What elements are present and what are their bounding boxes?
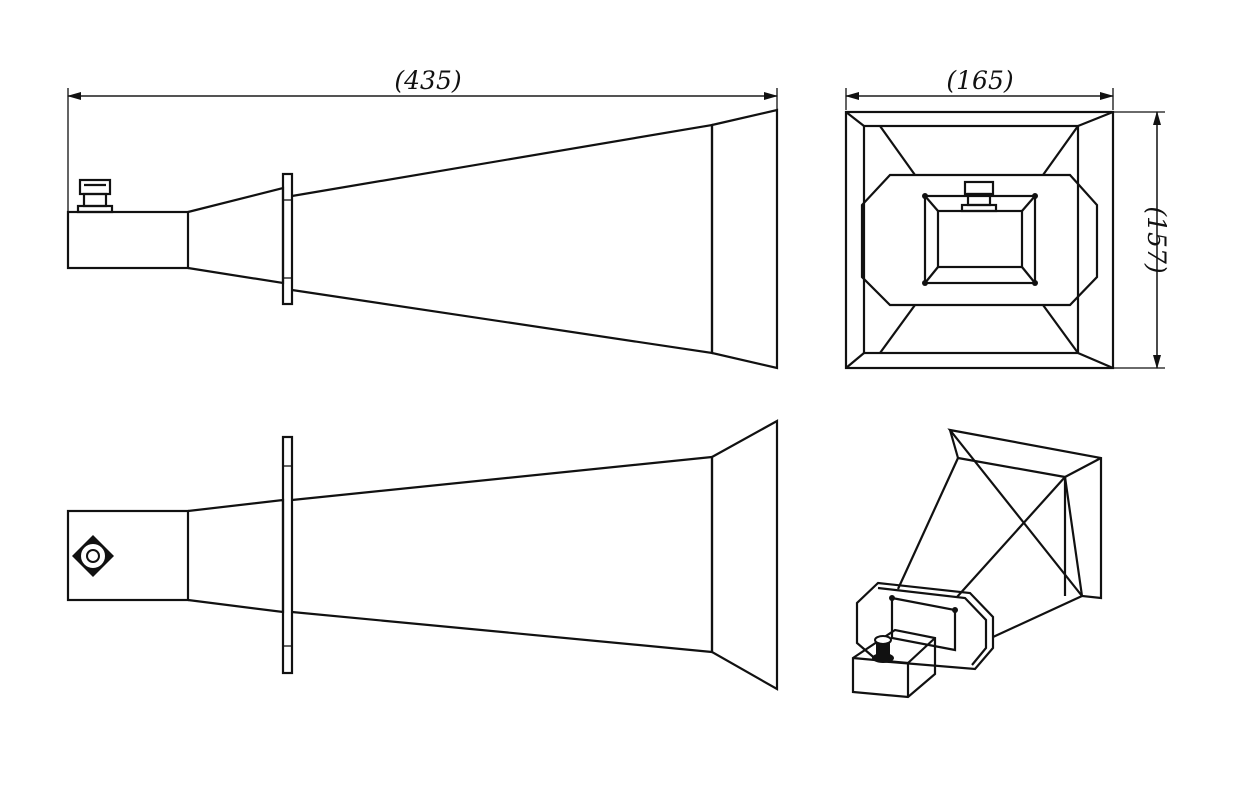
coax-connector xyxy=(76,178,114,214)
mounting-flange xyxy=(281,172,294,306)
horn-body xyxy=(291,123,714,355)
throat-inner xyxy=(936,209,1024,269)
length-dimension: (435) xyxy=(67,66,778,212)
coax-connector-front xyxy=(960,180,998,213)
flange-octagon xyxy=(860,173,1099,307)
side-view-bottom xyxy=(66,419,779,691)
throat-outer xyxy=(923,194,1037,285)
waveguide-section xyxy=(66,210,190,270)
transition-taper xyxy=(187,498,285,614)
front-view: (165) (157) xyxy=(844,66,1171,370)
width-dimension: (165) xyxy=(845,66,1114,110)
height-dimension: (157) xyxy=(1113,111,1171,369)
coax-connector-face xyxy=(72,535,114,577)
transition-taper xyxy=(187,186,285,285)
width-label: (165) xyxy=(946,66,1013,95)
throat-outer xyxy=(890,596,957,652)
horn-body xyxy=(291,455,714,654)
aperture-outer xyxy=(947,428,1103,600)
isometric-view xyxy=(851,428,1103,699)
waveguide-section xyxy=(66,509,190,602)
coax-connector-iso xyxy=(872,635,894,663)
aperture-outer xyxy=(844,110,1115,370)
horn-aperture xyxy=(710,419,779,691)
length-label: (435) xyxy=(394,66,461,95)
waveguide-section xyxy=(851,628,937,699)
aperture-inner xyxy=(862,124,1080,355)
flange-octagon xyxy=(855,581,995,671)
mounting-flange xyxy=(281,435,294,675)
height-label: (157) xyxy=(1142,206,1171,273)
horn-aperture xyxy=(710,108,779,370)
side-view-top: (435) xyxy=(66,66,779,370)
